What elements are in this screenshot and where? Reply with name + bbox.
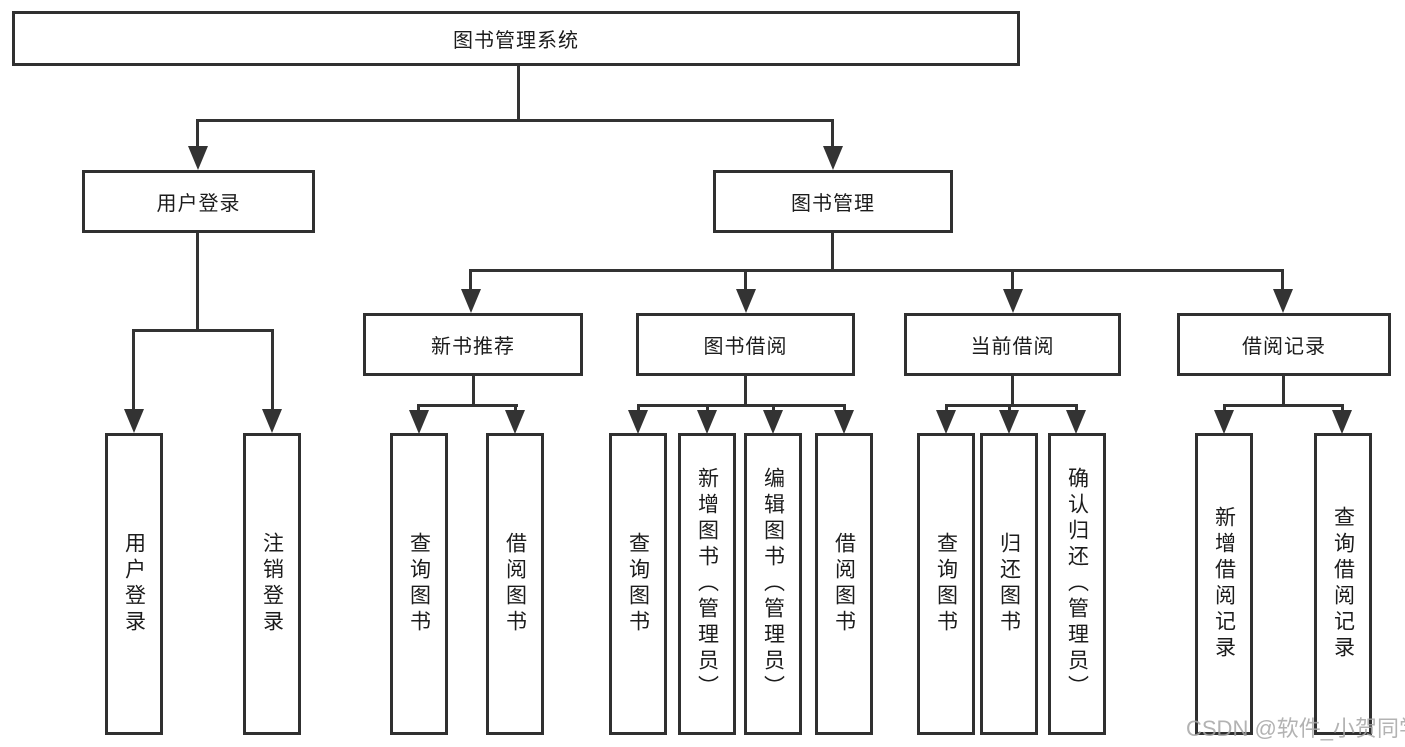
leaf-query-borrow-record-label: 查询借阅记录 xyxy=(1331,506,1355,662)
node-book-borrow: 图书借阅 xyxy=(636,313,855,376)
connector-line xyxy=(945,404,1078,407)
leaf-add-borrow-record: 新增借阅记录 xyxy=(1195,433,1253,735)
leaf-current-query-books: 查询图书 xyxy=(917,433,975,735)
connector-line xyxy=(517,66,520,120)
leaf-add-books-admin: 新增图书（管理员） xyxy=(678,433,736,735)
connector-line xyxy=(1223,404,1226,414)
node-root: 图书管理系统 xyxy=(12,11,1020,66)
leaf-return-books-label: 归还图书 xyxy=(997,532,1021,636)
leaf-borrow-books-label: 借阅图书 xyxy=(832,532,856,636)
arrowhead-down-icon xyxy=(1273,289,1293,313)
csdn-watermark: CSDN @软件_小贺同学 xyxy=(1186,716,1405,741)
connector-line xyxy=(196,119,199,149)
connector-line xyxy=(196,119,834,122)
leaf-recommend-query-books-label: 查询图书 xyxy=(407,532,431,636)
leaf-borrow-query-books-label: 查询图书 xyxy=(626,532,650,636)
node-book-management-label: 图书管理 xyxy=(791,193,875,215)
arrowhead-down-icon xyxy=(736,289,756,313)
node-current-borrow: 当前借阅 xyxy=(904,313,1121,376)
leaf-add-books-admin-label: 新增图书（管理员） xyxy=(695,467,719,701)
connector-line xyxy=(637,404,640,414)
connector-line xyxy=(1341,404,1344,414)
node-user-login: 用户登录 xyxy=(82,170,315,233)
leaf-confirm-return-admin: 确认归还（管理员） xyxy=(1048,433,1106,735)
leaf-edit-books-admin: 编辑图书（管理员） xyxy=(744,433,802,735)
connector-line xyxy=(772,404,775,414)
connector-line xyxy=(1223,404,1344,407)
connector-line xyxy=(1075,404,1078,414)
node-user-login-label: 用户登录 xyxy=(156,193,241,215)
leaf-borrow-query-books: 查询图书 xyxy=(609,433,667,735)
connector-line xyxy=(706,404,709,414)
leaf-edit-books-admin-label: 编辑图书（管理员） xyxy=(761,467,785,701)
connector-line xyxy=(196,232,199,332)
connector-line xyxy=(945,404,948,414)
arrowhead-down-icon xyxy=(461,289,481,313)
leaf-logout-label: 注销登录 xyxy=(260,532,284,636)
arrowhead-down-icon xyxy=(1332,410,1352,434)
connector-line xyxy=(271,329,274,411)
arrowhead-down-icon xyxy=(834,410,854,434)
connector-line xyxy=(472,375,475,407)
leaf-user-login: 用户登录 xyxy=(105,433,163,735)
arrowhead-down-icon xyxy=(823,146,843,170)
leaf-recommend-query-books: 查询图书 xyxy=(390,433,448,735)
leaf-add-borrow-record-label: 新增借阅记录 xyxy=(1212,506,1236,662)
leaf-recommend-borrow-books-label: 借阅图书 xyxy=(503,532,527,636)
arrowhead-down-icon xyxy=(628,410,648,434)
connector-line xyxy=(417,404,518,407)
connector-line xyxy=(744,269,747,291)
leaf-current-query-books-label: 查询图书 xyxy=(934,532,958,636)
connector-line xyxy=(1281,269,1284,291)
connector-line xyxy=(1011,375,1014,407)
connector-line xyxy=(744,375,747,407)
arrowhead-down-icon xyxy=(1003,289,1023,313)
leaf-confirm-return-admin-label: 确认归还（管理员） xyxy=(1065,467,1089,701)
arrowhead-down-icon xyxy=(936,410,956,434)
leaf-recommend-borrow-books: 借阅图书 xyxy=(486,433,544,735)
arrowhead-down-icon xyxy=(262,409,282,433)
node-new-book-recommend: 新书推荐 xyxy=(363,313,583,376)
node-root-label: 图书管理系统 xyxy=(453,30,579,52)
node-current-borrow-label: 当前借阅 xyxy=(970,336,1055,358)
arrowhead-down-icon xyxy=(999,410,1019,434)
node-borrow-records: 借阅记录 xyxy=(1177,313,1391,376)
leaf-query-borrow-record: 查询借阅记录 xyxy=(1314,433,1372,735)
connector-line xyxy=(843,404,846,414)
arrowhead-down-icon xyxy=(505,410,525,434)
connector-line xyxy=(1011,269,1014,291)
leaf-user-login-label: 用户登录 xyxy=(122,532,146,636)
connector-line xyxy=(514,404,517,414)
connector-line xyxy=(637,404,846,407)
node-book-borrow-label: 图书借阅 xyxy=(703,336,788,358)
arrowhead-down-icon xyxy=(1066,410,1086,434)
connector-line xyxy=(417,404,420,414)
node-book-management: 图书管理 xyxy=(713,170,953,233)
leaf-borrow-books: 借阅图书 xyxy=(815,433,873,735)
connector-line xyxy=(831,119,834,149)
leaf-return-books: 归还图书 xyxy=(980,433,1038,735)
arrowhead-down-icon xyxy=(409,410,429,434)
arrowhead-down-icon xyxy=(188,146,208,170)
node-new-book-recommend-label: 新书推荐 xyxy=(431,336,515,358)
connector-line xyxy=(132,329,274,332)
connector-line xyxy=(469,269,1284,272)
node-borrow-records-label: 借阅记录 xyxy=(1242,336,1326,358)
arrowhead-down-icon xyxy=(763,410,783,434)
connector-line xyxy=(132,329,135,411)
connector-line xyxy=(1282,375,1285,407)
arrowhead-down-icon xyxy=(697,410,717,434)
connector-line xyxy=(1008,404,1011,414)
leaf-logout: 注销登录 xyxy=(243,433,301,735)
arrowhead-down-icon xyxy=(124,409,144,433)
connector-line xyxy=(469,269,472,291)
connector-line xyxy=(831,232,834,272)
arrowhead-down-icon xyxy=(1214,410,1234,434)
